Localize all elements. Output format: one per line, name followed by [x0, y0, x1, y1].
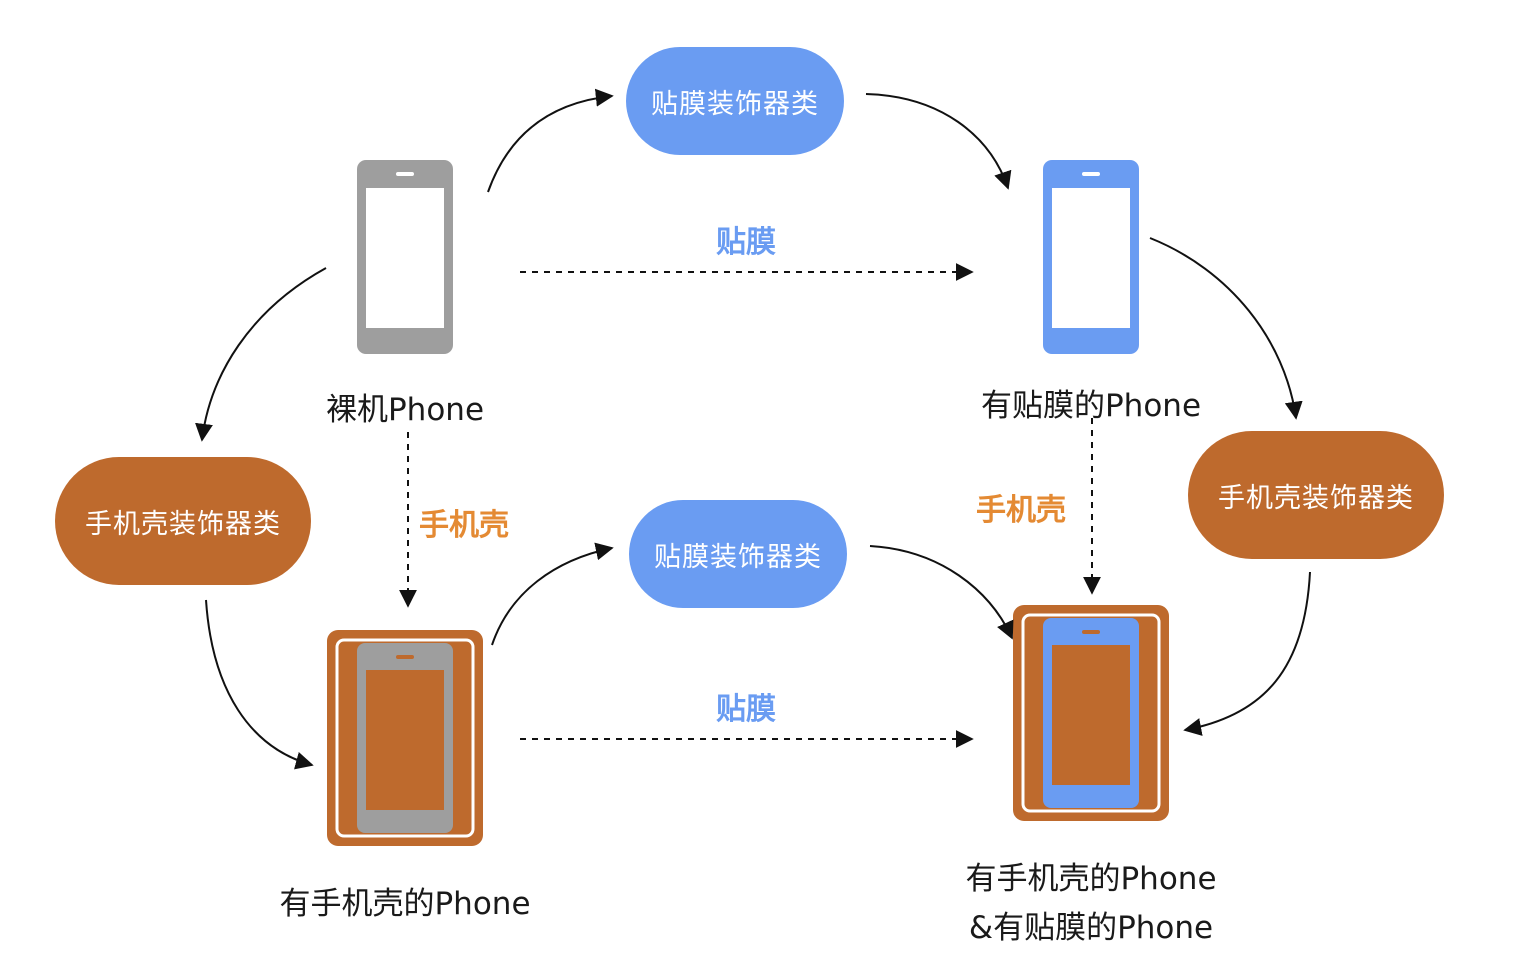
arrow-case-decorator-to-cased-film-phone: [1183, 571, 1311, 736]
bare-phone-icon: [357, 160, 453, 354]
film-action-label-bottom: 贴膜: [716, 692, 776, 727]
film-phone-label: 有贴膜的Phone: [980, 388, 1202, 424]
cased-phone-icon: [327, 630, 483, 846]
case-decorator-right: 手机壳装饰器类: [1188, 431, 1444, 559]
cased-film-phone-label-line1: 有手机壳的Phone: [965, 861, 1217, 897]
case-action-label-right: 手机壳: [976, 493, 1066, 528]
arrow-bare-to-case-decorator: [195, 267, 327, 442]
cased-film-phone-label-line2: &有贴膜的Phone: [968, 910, 1214, 946]
arrow-case-decorator-to-cased-phone: [205, 599, 314, 770]
arrow-film-decorator-to-film-phone: [865, 93, 1012, 190]
case-decorator-left: 手机壳装饰器类: [55, 457, 311, 585]
arrow-film-decorator-to-cased-film-phone: [869, 545, 1014, 640]
bare-phone-label: 裸机Phone: [325, 392, 485, 428]
cased-film-phone-icon: [1013, 605, 1169, 821]
film-action-label-top: 贴膜: [716, 225, 776, 260]
cased-phone-label: 有手机壳的Phone: [279, 886, 531, 922]
arrow-cased-to-film-decorator: [491, 542, 614, 646]
arrow-film-phone-to-case-decorator: [1149, 237, 1303, 420]
case-action-label-left: 手机壳: [419, 508, 509, 543]
arrow-bare-to-film-decorator: [487, 88, 614, 193]
film-decorator-bottom: 贴膜装饰器类: [629, 500, 847, 608]
film-phone-icon: [1043, 160, 1139, 354]
film-decorator-top: 贴膜装饰器类: [626, 47, 844, 155]
